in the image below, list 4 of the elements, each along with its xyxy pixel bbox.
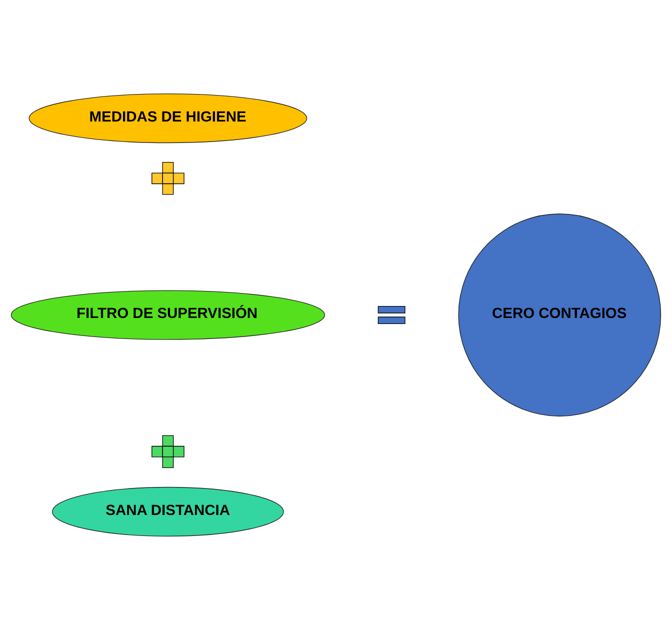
node-ellipse: SANA DISTANCIA: [52, 486, 284, 536]
node-circle: CERO CONTAGIOS: [458, 214, 662, 416]
node-ellipse: MEDIDAS DE HIGIENE: [28, 94, 308, 144]
node-ellipse: FILTRO DE SUPERVISIÓN: [10, 290, 326, 340]
